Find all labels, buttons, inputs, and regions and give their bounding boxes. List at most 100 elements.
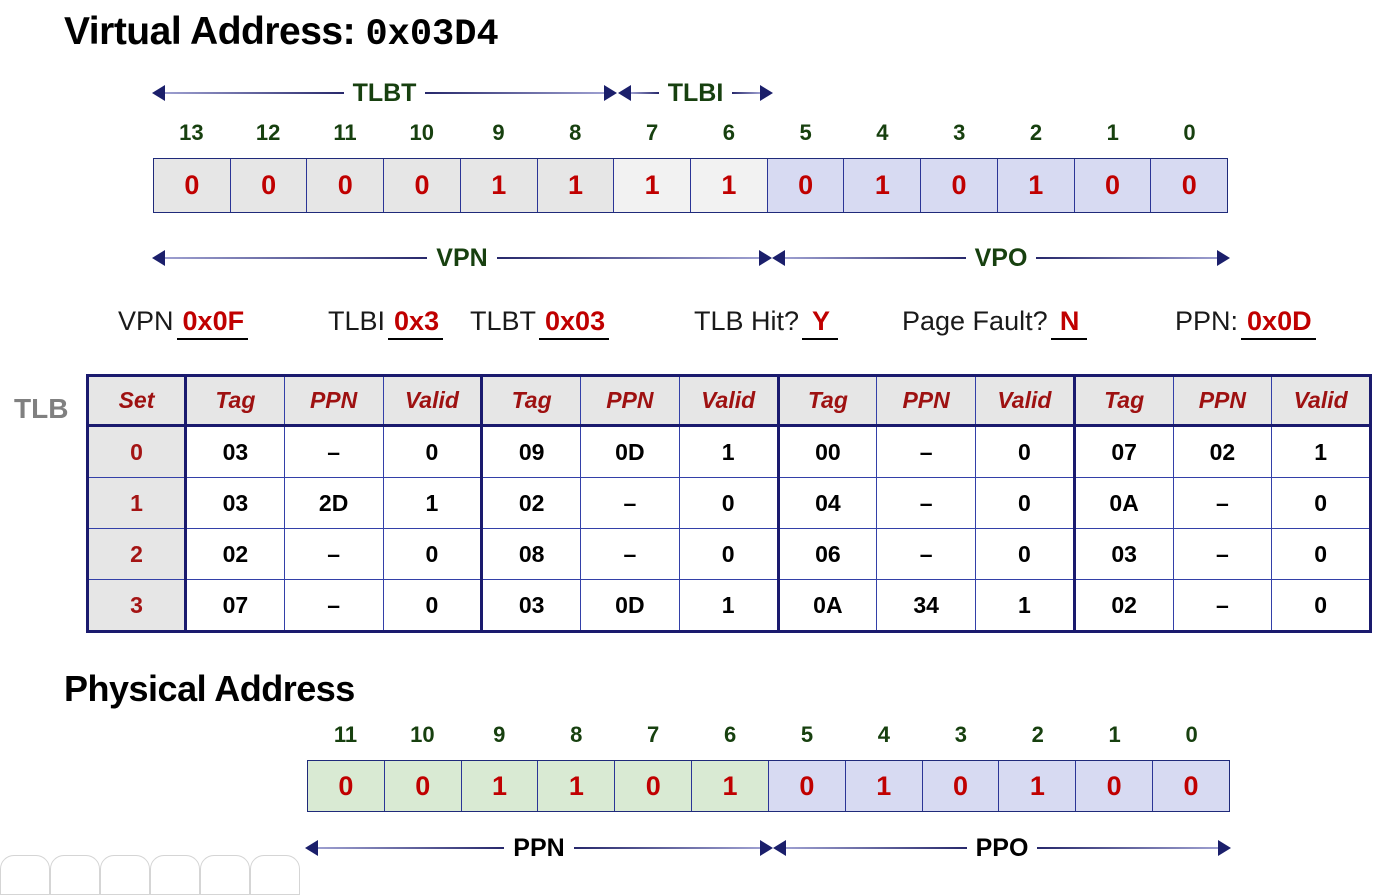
- va-bit-number-3: 3: [953, 120, 966, 145]
- tlb-cell-r0-c6[interactable]: 1: [678, 425, 779, 478]
- tlb-cell-r1-c9[interactable]: 0: [975, 477, 1075, 529]
- pa-bit-cell-10[interactable]: 0: [1076, 761, 1154, 811]
- va-bit-cell-1[interactable]: 0: [230, 159, 308, 212]
- va-bit-number-1: 1: [1106, 120, 1119, 145]
- va-bit-cell-10[interactable]: 0: [921, 159, 998, 212]
- tlb-cell-r3-c5[interactable]: 0D: [580, 579, 680, 632]
- tlb-cell-r1-c12[interactable]: 0: [1271, 477, 1371, 529]
- pa-bit-cell-9[interactable]: 1: [999, 761, 1077, 811]
- pa-bit-number-9: 9: [493, 722, 506, 747]
- tlb-cell-r3-c1[interactable]: 07: [184, 579, 285, 632]
- tlb-cell-r1-c4[interactable]: 02: [480, 477, 581, 529]
- tlb-cell-r1-c10[interactable]: 0A: [1072, 477, 1174, 529]
- tlb-cell-r2-c8[interactable]: –: [876, 528, 976, 580]
- tlb-cell-r2-c7[interactable]: 06: [776, 528, 878, 580]
- answer-ppn-value[interactable]: 0x0D: [1241, 306, 1316, 340]
- tlb-cell-r3-c3[interactable]: 0: [382, 579, 483, 632]
- tlb-cell-r3-c4[interactable]: 03: [480, 579, 581, 632]
- tlb-cell-r3-c9[interactable]: 1: [975, 579, 1075, 632]
- answer-tlbt-value[interactable]: 0x03: [539, 306, 610, 340]
- tlb-cell-r2-c2[interactable]: –: [283, 528, 384, 580]
- tlb-cell-r3-c2[interactable]: –: [283, 579, 384, 632]
- tlb-header-ppn-2: PPN: [283, 375, 384, 427]
- tlb-cell-r0-c1[interactable]: 03: [184, 425, 285, 478]
- va-bit-cell-5[interactable]: 1: [537, 159, 615, 212]
- pa-bit-number-0: 0: [1185, 722, 1198, 747]
- answer-vpn: VPN 0x0F: [118, 306, 249, 340]
- tlb-cell-r1-c8[interactable]: –: [876, 477, 976, 529]
- pa-bit-cell-2[interactable]: 1: [461, 761, 539, 811]
- va-bit-cell-12[interactable]: 0: [1074, 159, 1152, 212]
- tlb-cell-r3-c11[interactable]: –: [1172, 579, 1273, 632]
- pa-bit-cell-3[interactable]: 1: [538, 761, 616, 811]
- tlb-cell-r0-c2[interactable]: –: [283, 425, 384, 478]
- tlb-cell-r1-c2[interactable]: 2D: [283, 477, 384, 529]
- arrow-line: [318, 847, 505, 849]
- tlb-cell-r0-c12[interactable]: 1: [1271, 425, 1371, 478]
- tlb-cell-r0-c10[interactable]: 07: [1072, 425, 1174, 478]
- pa-bit-cell-5[interactable]: 1: [692, 761, 769, 811]
- tlb-cell-r2-c9[interactable]: 0: [975, 528, 1075, 580]
- arrow-head-left-icon: [305, 840, 318, 856]
- tlb-cell-r1-c5[interactable]: –: [580, 477, 680, 529]
- tlb-cell-r2-c11[interactable]: –: [1172, 528, 1273, 580]
- arrow-line: [425, 92, 604, 94]
- tlb-cell-r2-c12[interactable]: 0: [1271, 528, 1371, 580]
- tlb-cell-r2-c4[interactable]: 08: [480, 528, 581, 580]
- answer-tlb-hit-value[interactable]: Y: [802, 306, 839, 340]
- tlb-cell-r3-c6[interactable]: 1: [678, 579, 779, 632]
- tlb-cell-r3-c12[interactable]: 0: [1271, 579, 1371, 632]
- va-bit-cell-8[interactable]: 0: [767, 159, 845, 212]
- tlb-cell-r3-c8[interactable]: 34: [876, 579, 976, 632]
- tlb-cell-r2-c1[interactable]: 02: [184, 528, 285, 580]
- tlb-cell-r2-c5[interactable]: –: [580, 528, 680, 580]
- tlb-cell-r1-c6[interactable]: 0: [678, 477, 779, 529]
- va-bit-cell-0[interactable]: 0: [154, 159, 231, 212]
- arrow-line: [785, 257, 966, 259]
- tlb-header-ppn-5: PPN: [580, 375, 680, 427]
- tlb-cell-r2-c6[interactable]: 0: [678, 528, 779, 580]
- arrow-head-left-icon: [772, 250, 785, 266]
- tlb-header-ppn-8: PPN: [876, 375, 976, 427]
- tlb-cell-r0-c3[interactable]: 0: [382, 425, 483, 478]
- tlb-cell-r1-c3[interactable]: 1: [382, 477, 483, 529]
- pa-bit-number-6: 6: [723, 722, 737, 747]
- tlb-cell-r0-c7[interactable]: 00: [776, 425, 878, 478]
- tlb-cell-r1-c7[interactable]: 04: [776, 477, 878, 529]
- va-bit-cell-9[interactable]: 1: [844, 159, 922, 212]
- va-bit-cell-6[interactable]: 1: [614, 159, 692, 212]
- tlb-cell-r0-c5[interactable]: 0D: [580, 425, 680, 478]
- va-bit-number-0: 0: [1183, 120, 1196, 145]
- pa-bit-cell-7[interactable]: 1: [845, 761, 923, 811]
- tlb-cell-r0-c9[interactable]: 0: [975, 425, 1075, 478]
- tlb-cell-r1-c1[interactable]: 03: [184, 477, 285, 529]
- pa-bit-cell-6[interactable]: 0: [768, 761, 846, 811]
- pa-bit-cell-11[interactable]: 0: [1153, 761, 1229, 811]
- pa-bit-cell-8[interactable]: 0: [922, 761, 1000, 811]
- pa-bit-cell-1[interactable]: 0: [384, 761, 462, 811]
- answer-tlbi: TLBI 0x3: [328, 306, 444, 340]
- arrow-head-right-icon: [760, 85, 774, 101]
- answer-tlbi-value[interactable]: 0x3: [388, 306, 444, 340]
- va-bit-cell-4[interactable]: 1: [460, 159, 538, 212]
- pa-bit-cell-0[interactable]: 0: [308, 761, 385, 811]
- answer-page-fault-value[interactable]: N: [1050, 306, 1087, 340]
- tlb-cell-r0-c8[interactable]: –: [876, 425, 976, 478]
- va-bit-cell-2[interactable]: 0: [307, 159, 385, 212]
- va-bit-cell-3[interactable]: 0: [384, 159, 461, 212]
- answer-vpn-value[interactable]: 0x0F: [176, 306, 249, 340]
- arrow-line: [165, 92, 344, 94]
- tlb-cell-r2-c3[interactable]: 0: [382, 528, 483, 580]
- va-bit-cell-7[interactable]: 1: [691, 159, 768, 212]
- va-bit-cell-11[interactable]: 1: [997, 159, 1075, 212]
- va-bit-cell-13[interactable]: 0: [1151, 159, 1228, 212]
- tlb-cell-r3-c7[interactable]: 0A: [776, 579, 878, 632]
- arrow-head-right-icon: [760, 840, 773, 856]
- tlb-cell-r3-c10[interactable]: 02: [1072, 579, 1174, 632]
- pa-bit-cell-4[interactable]: 0: [615, 761, 693, 811]
- tlb-cell-r2-c10[interactable]: 03: [1072, 528, 1174, 580]
- tlb-cell-r0-c4[interactable]: 09: [480, 425, 581, 478]
- tlb-cell-r0-c11[interactable]: 02: [1172, 425, 1273, 478]
- tlb-cell-r1-c11[interactable]: –: [1172, 477, 1273, 529]
